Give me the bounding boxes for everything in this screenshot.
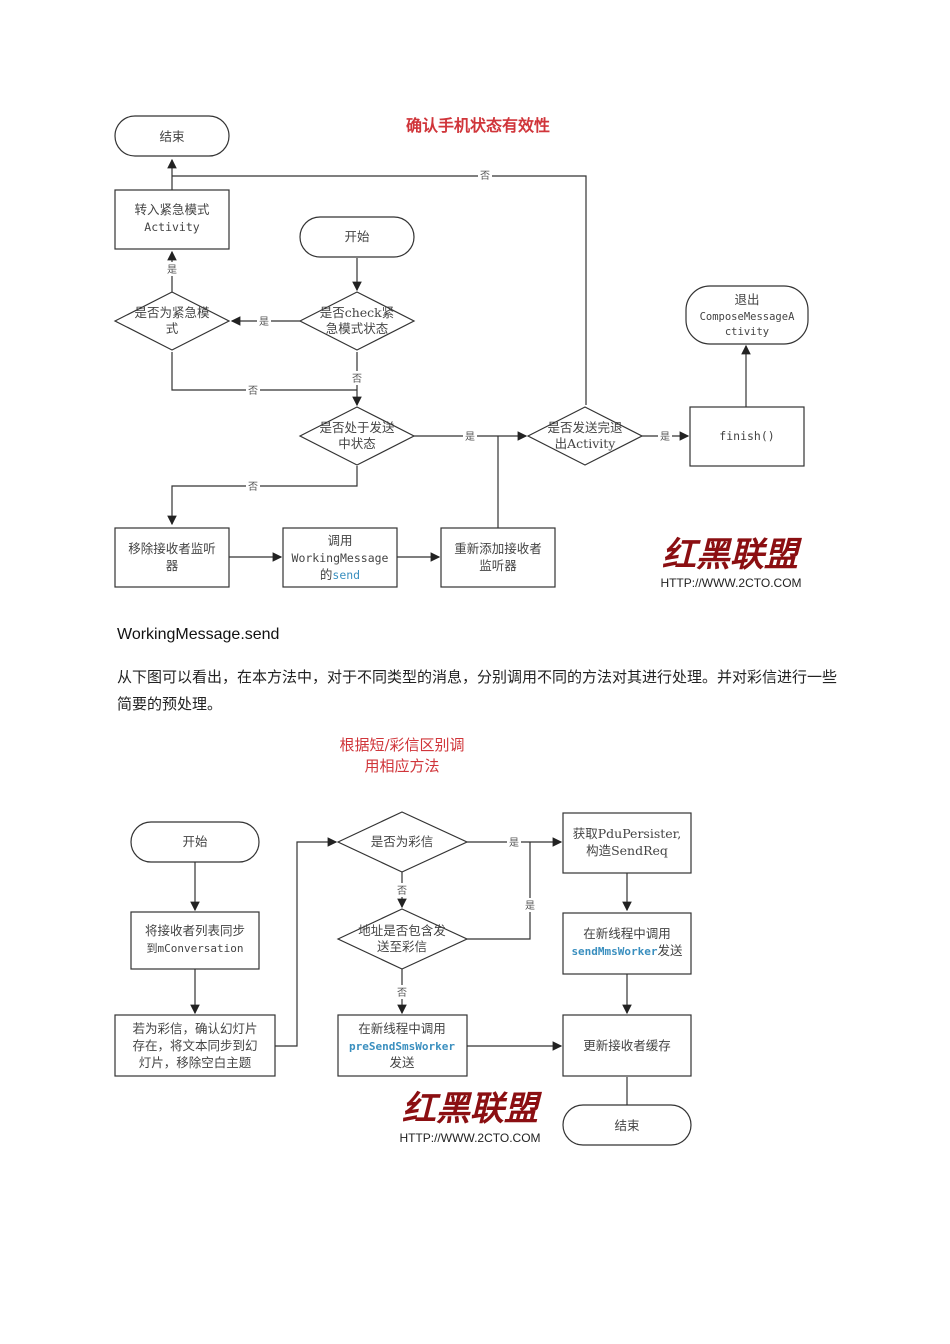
diagram2-title-line2: 用相应方法 xyxy=(364,757,439,775)
edge-label-yes: 是 xyxy=(167,264,177,276)
edge-is-emergency-no xyxy=(171,352,357,391)
node-label: 退出 xyxy=(734,292,759,307)
node-remove-listener: 移除接收者监听 器 xyxy=(114,527,230,588)
node-label: 灯片，移除空白主题 xyxy=(139,1055,252,1070)
node-label: 在新线程中调用 xyxy=(358,1021,446,1036)
flowchart-send-by-type: 根据短/彩信区别调 用相应方法 是 否 是 否 开始 xyxy=(114,736,692,1146)
node2-addr-mms: 地址是否包含发 送至彩信 xyxy=(336,908,469,970)
node2-mms-prep: 若为彩信，确认幻灯片 存在，将文本同步到幻 灯片，移除空白主题 xyxy=(114,1014,276,1077)
node-label: 是否check紧 xyxy=(320,305,395,320)
edge-label-no: 否 xyxy=(397,987,407,999)
diagram1-edges xyxy=(167,158,751,562)
node-end-label: 结束 xyxy=(159,129,185,144)
diagram2-title-line1: 根据短/彩信区别调 xyxy=(339,736,464,754)
node-label: ComposeMessageA xyxy=(700,311,796,323)
node-end: 结束 xyxy=(114,115,230,157)
node-is-emergency: 是否为紧急模 式 xyxy=(113,291,231,351)
node-label: sendMmsWorker发送 xyxy=(571,943,683,958)
edge-label-no: 否 xyxy=(352,373,362,385)
node2-start: 开始 xyxy=(130,821,260,863)
node-label: 构造SendReq xyxy=(586,843,668,858)
node2-is-mms: 是否为彩信 xyxy=(336,811,469,873)
node-label: finish() xyxy=(719,429,774,443)
diagram1-edge-labels: 否 是 是 否 否 是 否 是 xyxy=(165,168,672,493)
node-label: 获取PduPersister, xyxy=(573,826,682,841)
edge-addr-yes xyxy=(467,842,531,940)
node-label: 在新线程中调用 xyxy=(583,926,671,941)
diagram1-title: 确认手机状态有效性 xyxy=(406,116,550,135)
node-label: WorkingMessage xyxy=(292,551,389,565)
node-start-label: 开始 xyxy=(344,229,370,244)
node-label: 器 xyxy=(166,558,179,573)
edge-sending-no xyxy=(167,466,358,526)
node-check-emergency: 是否check紧 急模式状态 xyxy=(298,291,416,351)
node-label: 移除接收者监听 xyxy=(128,541,216,556)
node-label: 将接收者列表同步 xyxy=(145,923,245,938)
edge-label-no: 否 xyxy=(248,481,258,493)
node-label: 式 xyxy=(166,321,179,336)
node-is-sending: 是否处于发送 中状态 xyxy=(298,406,416,466)
node-label: 中状态 xyxy=(338,436,376,451)
edge-label-no: 否 xyxy=(397,885,407,897)
flowchart-phone-state: 确认手机状态有效性 否 是 是 否 否 xyxy=(113,115,809,590)
edge-label-yes: 是 xyxy=(465,431,475,443)
node-label: 结束 xyxy=(614,1118,640,1133)
node-label: Activity xyxy=(144,220,199,234)
node-start: 开始 xyxy=(299,216,415,258)
edge-label-yes: 是 xyxy=(660,431,670,443)
node2-mms-worker: 在新线程中调用 sendMmsWorker发送 xyxy=(562,912,692,975)
edge-label-yes: 是 xyxy=(259,316,269,328)
watermark-logo-2: 红黑联盟 HTTP://WWW.2CTO.COM xyxy=(399,1089,543,1145)
node-label: 的send xyxy=(320,567,360,582)
node-readd-listener: 重新添加接收者 监听器 xyxy=(440,527,556,588)
node-label: 更新接收者缓存 xyxy=(583,1038,671,1053)
node-finish: finish() xyxy=(689,406,805,467)
node-label: preSendSmsWorker xyxy=(349,1040,455,1053)
section-paragraph: 从下图可以看出，在本方法中，对于不同类型的消息，分别调用不同的方法对其进行处理。… xyxy=(117,668,838,713)
node-label: 送至彩信 xyxy=(377,939,427,954)
node-label: 到mConversation xyxy=(146,942,243,955)
node-label: 是否发送完退 xyxy=(547,420,623,435)
node-label: 若为彩信，确认幻灯片 xyxy=(132,1021,257,1036)
node-label: 调用 xyxy=(327,533,352,548)
watermark-url: HTTP://WWW.2CTO.COM xyxy=(660,576,801,590)
edge-label-no: 否 xyxy=(248,385,258,397)
edge-label-yes: 是 xyxy=(509,837,519,849)
edge-prep-to-ismms xyxy=(275,837,338,1047)
node-emergency-activity: 转入紧急模式 Activity xyxy=(114,189,230,250)
node-exit-compose: 退出 ComposeMessageA ctivity xyxy=(685,285,809,345)
node-label: 地址是否包含发 xyxy=(358,923,446,938)
node2-update-cache: 更新接收者缓存 xyxy=(562,1014,692,1077)
node-label: 是否为彩信 xyxy=(371,834,434,849)
edge-exit-no-to-end xyxy=(172,175,587,405)
node2-sync-recipients: 将接收者列表同步 到mConversation xyxy=(130,911,260,970)
node-label: 重新添加接收者 xyxy=(454,541,542,556)
node-exit-after-send: 是否发送完退 出Activity xyxy=(526,406,644,466)
edge-label-no: 否 xyxy=(480,170,490,182)
node-label: 存在，将文本同步到幻 xyxy=(132,1038,257,1053)
node-label: 监听器 xyxy=(479,558,517,573)
node-label: 发送 xyxy=(389,1055,415,1070)
node-call-send: 调用 WorkingMessage 的send xyxy=(282,527,398,588)
diagram2-edge-labels: 是 否 是 否 xyxy=(395,835,537,999)
watermark-text: 红黑联盟 xyxy=(662,535,803,575)
node-label: 出Activity xyxy=(555,436,617,451)
node-label: 是否处于发送 xyxy=(319,420,395,435)
node2-end: 结束 xyxy=(562,1104,692,1146)
node2-sms-worker: 在新线程中调用 preSendSmsWorker 发送 xyxy=(337,1014,468,1077)
node2-pdu-persister: 获取PduPersister, 构造SendReq xyxy=(562,812,692,874)
node-label: 转入紧急模式 xyxy=(134,202,210,217)
watermark-text: 红黑联盟 xyxy=(402,1089,543,1129)
watermark-url: HTTP://WWW.2CTO.COM xyxy=(399,1131,540,1145)
section-heading: WorkingMessage.send xyxy=(117,626,280,643)
node-label: ctivity xyxy=(725,326,769,338)
watermark-logo: 红黑联盟 HTTP://WWW.2CTO.COM xyxy=(660,535,803,590)
edge-label-yes: 是 xyxy=(525,900,535,912)
diagram2-edges xyxy=(190,837,632,1105)
node-label: 是否为紧急模 xyxy=(134,305,210,320)
node-label: 开始 xyxy=(182,834,208,849)
node-label: 急模式状态 xyxy=(326,321,389,336)
